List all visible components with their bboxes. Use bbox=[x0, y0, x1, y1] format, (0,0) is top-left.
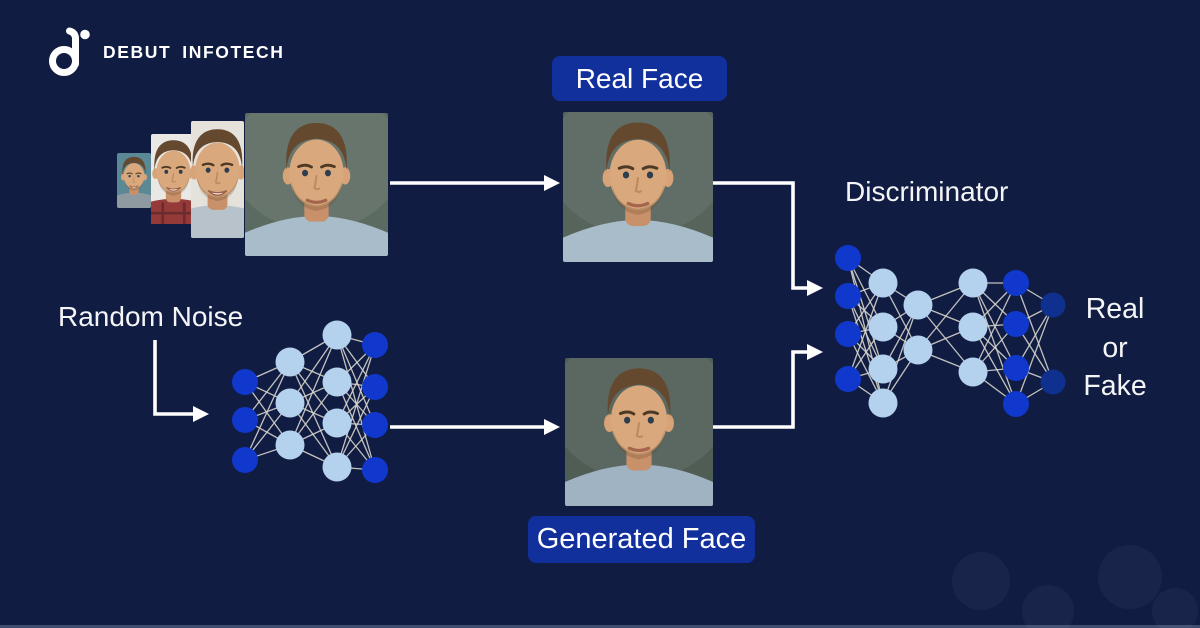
watermark-blob bbox=[952, 552, 1010, 610]
debut-infotech-logo-icon bbox=[49, 27, 90, 76]
training-sample-photo-1 bbox=[117, 153, 151, 208]
face-photo bbox=[191, 121, 244, 238]
output-real-or-fake-label: Real or Fake bbox=[1072, 290, 1158, 406]
face-photo bbox=[151, 134, 196, 224]
face-photo bbox=[563, 112, 713, 262]
watermark-blob bbox=[1022, 585, 1074, 628]
face-photo bbox=[565, 358, 713, 506]
training-sample-photo-4 bbox=[245, 113, 388, 256]
random-noise-label: Random Noise bbox=[58, 301, 244, 332]
real-face-image bbox=[563, 112, 713, 262]
training-sample-photo-3 bbox=[191, 121, 244, 238]
arrow-real-face-to-discriminator bbox=[713, 181, 823, 296]
discriminator-network bbox=[835, 245, 1066, 418]
watermark-blob bbox=[1098, 545, 1162, 609]
face-photo bbox=[245, 113, 388, 256]
generated-face-image bbox=[565, 358, 713, 506]
arrow-samples-to-real-face bbox=[390, 175, 560, 191]
output-line-real: Real bbox=[1085, 293, 1145, 325]
face-photo bbox=[117, 153, 151, 208]
brand-name: DEBUT INFOTECH bbox=[103, 42, 285, 63]
brand-name-first: DEBUT bbox=[103, 41, 172, 62]
discriminator-label: Discriminator bbox=[845, 176, 1009, 207]
generated-face-label: Generated Face bbox=[528, 516, 755, 563]
arrow-generator-to-generated-face bbox=[390, 419, 560, 435]
generated-face-label-text: Generated Face bbox=[536, 523, 747, 555]
brand-name-second: INFOTECH bbox=[182, 41, 285, 62]
training-sample-photo-2 bbox=[151, 134, 196, 224]
arrow-noise-to-generator bbox=[153, 340, 209, 422]
output-line-or: or bbox=[1102, 331, 1128, 364]
output-line-fake: Fake bbox=[1083, 370, 1147, 402]
arrow-generated-face-to-discriminator bbox=[713, 344, 823, 429]
brand-logo: DEBUT INFOTECH bbox=[45, 26, 285, 78]
real-face-label: Real Face bbox=[552, 56, 727, 101]
watermark-blob bbox=[1152, 588, 1198, 628]
bottom-edge-strip bbox=[0, 625, 1200, 628]
real-face-label-text: Real Face bbox=[575, 62, 704, 94]
generator-network bbox=[232, 320, 388, 483]
